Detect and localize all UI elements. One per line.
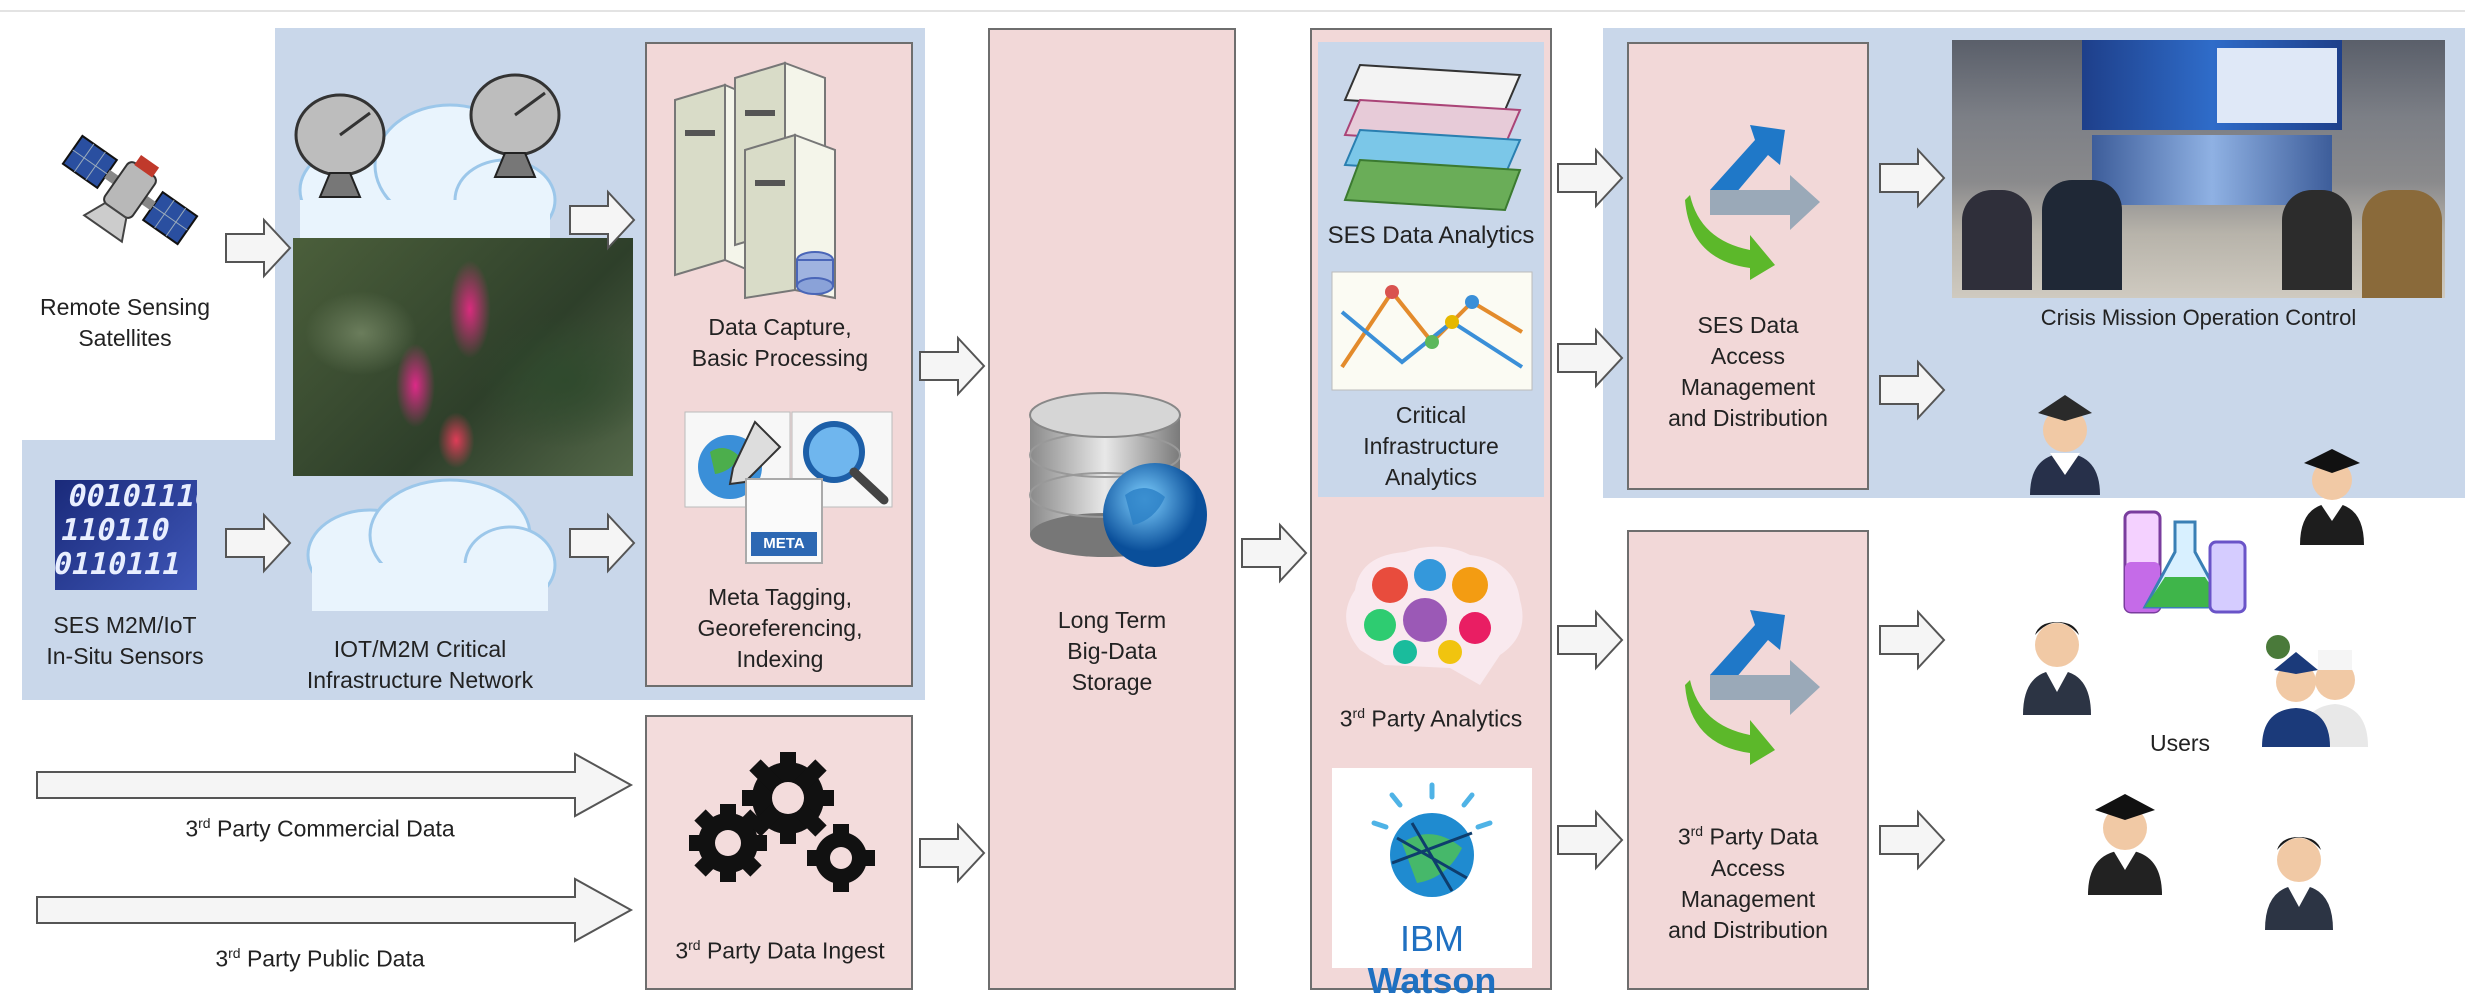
third-party-analytics-label: 3rd Party Analytics	[1339, 705, 1523, 732]
layered-map-icon	[1343, 63, 1522, 212]
ibm-watson-logo: IBM Watson	[1332, 768, 1532, 1001]
ingest-label: 3rd Party Data Ingest	[675, 937, 885, 964]
brain-gears-icon	[1346, 546, 1523, 685]
ses-analytics-label: SES Data Analytics	[1327, 222, 1535, 249]
server-rack-icon	[674, 61, 836, 300]
capture-label: Data Capture, Basic Processing	[691, 314, 869, 371]
user-icon	[2300, 449, 2364, 545]
satellite-dish-icon	[469, 73, 561, 178]
infrastructure-map-icon	[1331, 271, 1533, 391]
users-label: Users	[2149, 730, 2211, 756]
satellite-dish-icon	[294, 93, 386, 198]
ibm-text: IBM	[1399, 918, 1464, 959]
distribution-arrows-icon	[1685, 125, 1820, 280]
crisis-label: Crisis Mission Operation Control	[2040, 305, 2357, 330]
user-icon	[2262, 635, 2368, 747]
user-icon	[2030, 395, 2100, 495]
sensors-label: SES M2M/IoT In-Situ Sensors	[46, 612, 204, 669]
storage-label: Long Term Big-Data Storage	[1057, 607, 1167, 695]
top-rule	[0, 10, 2465, 12]
commercial-data-label: 3rd Party Commercial Data	[185, 815, 455, 842]
critical-analytics-label: Critical Infrastructure Analytics	[1363, 402, 1499, 490]
iot-network-label: IOT/M2M Critical Infrastructure Network	[306, 636, 534, 693]
meta-file-icon: META	[745, 478, 823, 564]
satellite-icon	[61, 134, 199, 246]
sensor-data-icon: 00101110 110110 0110111	[55, 480, 197, 590]
database-globe-icon	[1029, 392, 1207, 567]
commercial-data-arrow	[36, 752, 634, 818]
crisis-control-room-image	[1952, 40, 2445, 298]
third-party-distribution-label: 3rd Party Data Access Management and Dis…	[1668, 823, 1828, 943]
meta-tag-label: META	[751, 532, 817, 556]
satellites-label: Remote Sensing Satellites	[39, 294, 211, 351]
lab-flask-icon	[2123, 510, 2247, 614]
ses-distribution-label: SES Data Access Management and Distribut…	[1668, 312, 1828, 431]
cloud-icon-bottom	[306, 478, 557, 611]
tagging-label: Meta Tagging, Georeferencing, Indexing	[697, 584, 863, 672]
public-data-label: 3rd Party Public Data	[215, 945, 425, 972]
aerial-flood-map-image	[293, 238, 633, 476]
user-icon	[2088, 794, 2162, 895]
gears-icon	[689, 752, 875, 892]
third-party-distribution-box	[1627, 530, 1869, 990]
user-icon	[2265, 837, 2333, 930]
public-data-arrow	[36, 877, 634, 943]
user-icon	[2023, 622, 2091, 715]
distribution-arrows-icon	[1685, 610, 1820, 765]
watson-globe-icon	[1371, 782, 1493, 897]
